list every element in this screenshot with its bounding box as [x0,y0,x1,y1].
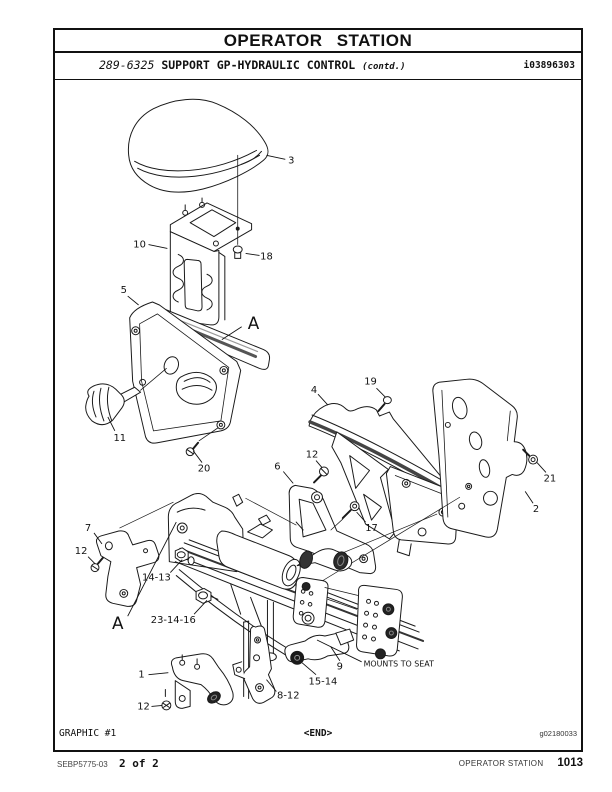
callout-leader [524,491,534,504]
part-line: 289-6325 SUPPORT GP-HYDRAULIC CONTROL (c… [99,58,406,72]
part-number: 289-6325 [99,58,155,72]
callout-mounts-to-seat: MOUNTS TO SEAT [364,660,434,669]
page-title: OPERATOR STATION [223,30,413,50]
screw-18 [232,154,243,259]
callout-15-14: 15-14 [309,677,338,688]
callout-leader [192,450,203,463]
callout-12: 12 [75,546,88,557]
callout-9: 9 [337,662,343,673]
armrest-pad-part [127,98,269,193]
footer-section-title: OPERATOR STATION [458,759,544,768]
screw-12-bracket7 [90,556,104,573]
manual-code: SEBP5775-03 [57,760,108,769]
page-footer: SEBP5775-03 2 of 2 OPERATOR STATION 1013 [53,757,583,773]
valve-assembly-part [167,493,425,662]
callout-23-14-16: 23-14-16 [151,615,196,626]
graphic-label: GRAPHIC #1 [59,728,117,739]
callout-a: A [248,313,260,333]
callout-leader [151,704,163,707]
callout-19: 19 [364,376,377,387]
callout-leader [316,639,362,663]
bracket-6-part [288,484,377,575]
callout-leader [317,393,329,406]
callout-leader [127,295,139,306]
callout-4: 4 [311,385,317,396]
callout-leader [87,556,96,564]
callout-leader [169,559,183,573]
callout-leader [221,326,242,341]
callout-20: 20 [198,463,211,474]
screw-21 [522,448,539,465]
callout-leader [148,244,168,249]
callout-leader [315,460,323,468]
callout-leader [127,521,177,617]
bracket-8-12-part [232,620,276,704]
callout-leader [266,154,286,160]
callout-7: 7 [85,523,91,534]
bracket-7-part [95,530,160,607]
seat-lever-part [284,628,355,665]
section-header: OPERATOR STATION [55,30,581,53]
knob-panel-part [129,301,271,444]
graphic-bar: GRAPHIC #1 <END> g02180033 [55,728,581,742]
callout-6: 6 [274,462,280,473]
screw-20 [185,427,219,457]
callout-2: 2 [533,504,539,515]
end-tag: <END> [303,728,333,739]
callout-5: 5 [121,285,127,296]
contd-note: (contd.) [362,62,406,72]
callout-leader [282,471,294,484]
callout-leader [245,253,260,256]
callout-a: A [112,613,124,633]
graphic-id: g02180033 [539,729,577,738]
parts-diagram-svg: 310185A11204191261721271214-13A23-14-161… [75,98,557,712]
side-panel-part [432,378,528,538]
callout-leader [301,662,317,676]
mount-bracket-part [169,197,253,326]
part-header: 289-6325 SUPPORT GP-HYDRAULIC CONTROL (c… [55,53,581,80]
page-number: 1013 [557,757,583,769]
callout-11: 11 [113,433,126,444]
callout-leader [148,672,169,676]
callout-17: 17 [365,523,378,534]
callout-18: 18 [260,251,273,262]
callout-leader [330,646,341,662]
screw-19 [377,396,392,413]
callout-leader [93,532,103,545]
callout-leader [536,462,547,473]
callout-12: 12 [137,701,150,712]
callout-21: 21 [544,473,557,484]
cover-part [308,403,459,557]
callout-14-13: 14-13 [142,573,171,584]
screw-17 [341,501,360,520]
callout-10: 10 [133,240,146,251]
screw-12-bracket1 [161,689,172,711]
page-indicator: 2 of 2 [119,757,159,770]
callout-3: 3 [288,155,294,166]
callout-leader [376,387,386,398]
screw-12-bracket6 [313,466,329,484]
callout-leader [107,416,116,432]
callout-leader [193,600,208,615]
part-name: SUPPORT GP-HYDRAULIC CONTROL [161,58,356,72]
content-frame: OPERATOR STATION 289-6325 SUPPORT GP-HYD… [53,28,583,752]
doc-id: i03896303 [523,60,575,71]
callout-leader [356,511,366,523]
callout-12: 12 [306,450,319,461]
callout-leader [266,679,277,692]
knob-11-part [85,368,167,426]
callout-8-12: 8-12 [277,690,299,701]
bracket-1-part [170,653,234,709]
callout-1: 1 [138,670,144,681]
